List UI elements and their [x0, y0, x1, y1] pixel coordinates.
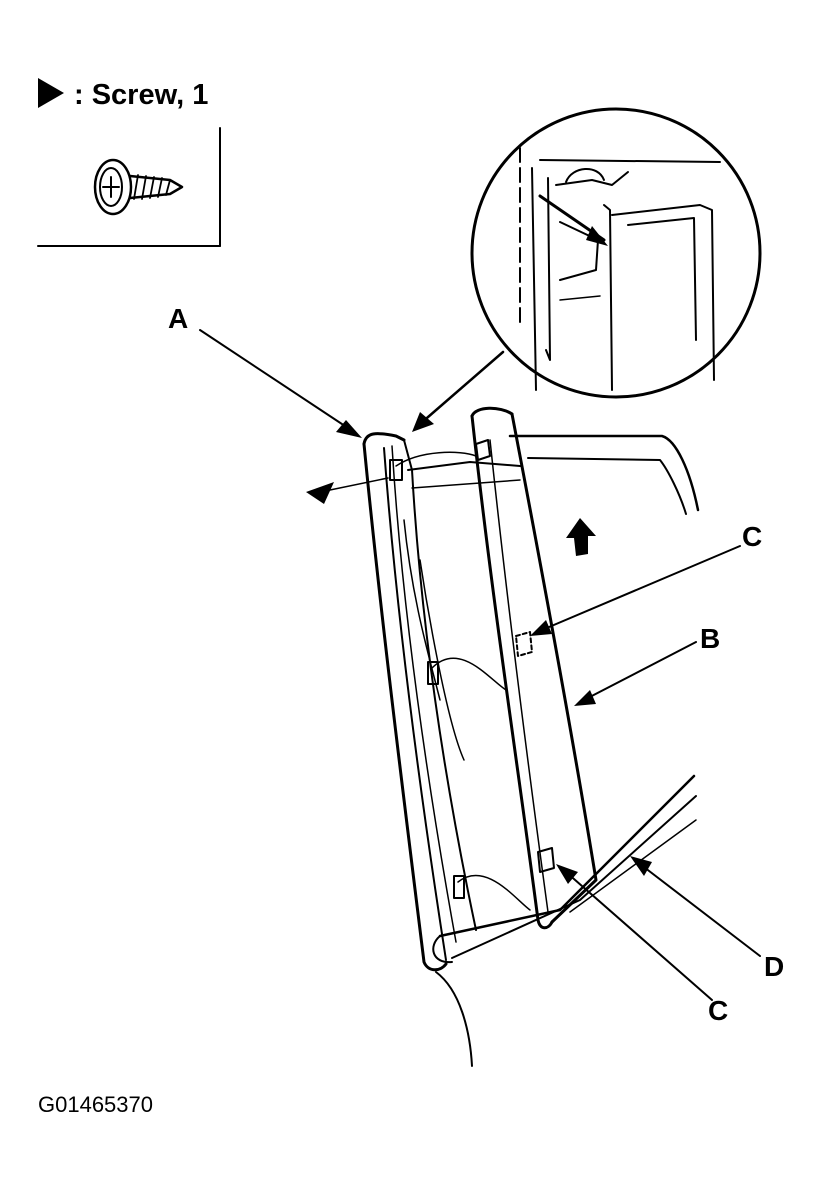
legend-text: : Screw, 1 [74, 79, 208, 111]
screw-legend: : Screw, 1 [37, 78, 221, 247]
screw-location-pointer [306, 477, 389, 504]
callout-c-lower: C [708, 995, 728, 1026]
detail-pointer [412, 350, 505, 432]
part-a-channel [362, 432, 531, 972]
belt-molding [432, 774, 697, 1067]
leader-lines [199, 329, 761, 1001]
detail-circle [470, 107, 762, 399]
legend-box [37, 127, 221, 247]
door-frame [407, 434, 700, 515]
screw-icon [93, 158, 184, 216]
callout-a: A [168, 303, 188, 334]
callout-d: D [764, 951, 784, 982]
triangle-pointer-icon [306, 482, 334, 504]
up-arrow-icon [566, 518, 596, 556]
triangle-pointer-icon [38, 78, 64, 108]
callout-c-upper: C [742, 521, 762, 552]
figure-id: G01465370 [38, 1092, 153, 1117]
part-b-garnish [470, 406, 598, 930]
callout-b: B [700, 623, 720, 654]
